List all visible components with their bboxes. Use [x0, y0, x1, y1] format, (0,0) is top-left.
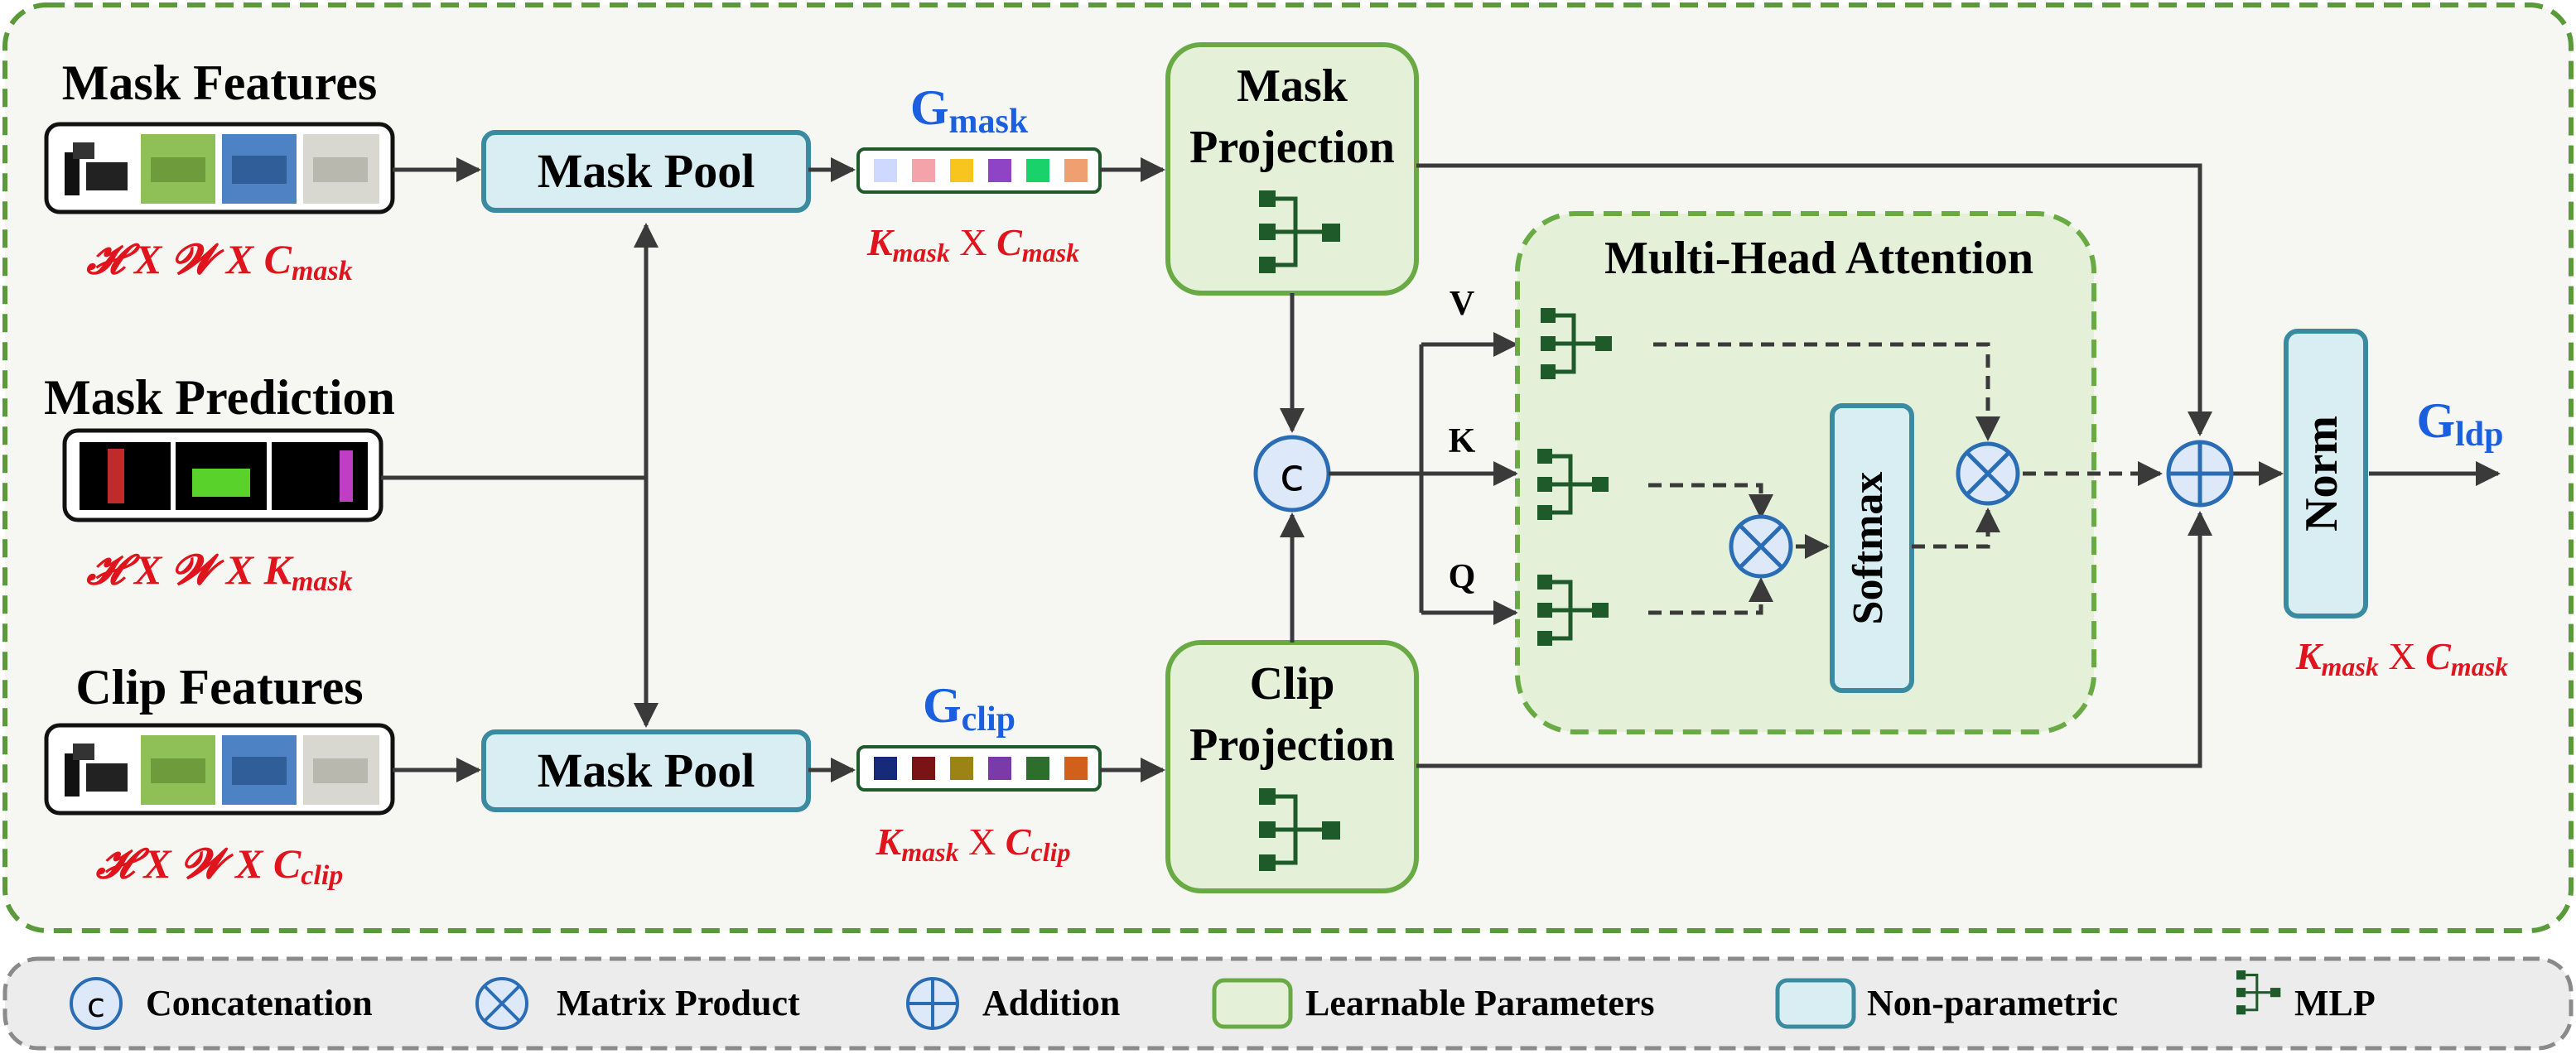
- g-clip-token-3: [950, 757, 973, 780]
- g-clip-token-5: [1026, 757, 1049, 780]
- mask-pool-top-label: Mask Pool: [538, 144, 755, 198]
- g-mask-token-3: [950, 159, 973, 182]
- clip-features-dimension: 𝓗 X 𝓦 X Cclip: [96, 840, 344, 891]
- g-clip-token-1: [874, 757, 897, 780]
- legend-addition-label: Addition: [982, 983, 1120, 1023]
- g-mask-tokens: [874, 159, 1088, 182]
- clip-projection-line1: Clip: [1250, 658, 1335, 710]
- residual-connectors: [1416, 163, 2501, 768]
- mask-projection-line2: Projection: [1189, 122, 1395, 173]
- legend-matrix-product: Matrix Product: [475, 977, 800, 1030]
- g-mask-token-2: [912, 159, 935, 182]
- concatenation-symbol: c: [1280, 449, 1305, 501]
- mask-prediction-image: [62, 428, 384, 522]
- clip-projection-line2: Projection: [1189, 720, 1395, 771]
- g-mask-dimension: Kmask X Cmask: [866, 221, 1079, 267]
- g-mask-label: Gmask: [910, 80, 1029, 141]
- mask-features-dimension: 𝓗 X 𝓦 X Cmask: [86, 236, 352, 286]
- g-clip-dimension: Kmask X Cclip: [876, 821, 1071, 867]
- mask-features-image: [44, 122, 395, 214]
- mask-prediction-dimension: 𝓗 X 𝓦 X Kmask: [86, 546, 352, 597]
- legend-learnable: Learnable Parameters: [1212, 978, 1655, 1029]
- g-mask-token-6: [1064, 159, 1088, 182]
- g-clip-token-4: [988, 757, 1011, 780]
- norm-box: [2284, 329, 2368, 618]
- legend-mlp: MLP: [2235, 969, 2376, 1023]
- norm-label: Norm: [2296, 416, 2347, 532]
- legend-addition: Addition: [906, 977, 1120, 1030]
- output-dimension: Kmask X Cmask: [2295, 635, 2508, 681]
- g-ldp-label: Gldp: [2416, 393, 2503, 454]
- matrix-product-node-2: [1956, 441, 2020, 506]
- softmax-label: Softmax: [1845, 472, 1892, 625]
- legend-concatenation-symbol: c: [87, 987, 105, 1025]
- matrix-product-node-1: [1729, 514, 1793, 579]
- legend-concatenation: c Concatenation: [70, 977, 373, 1030]
- mask-projection-line1: Mask: [1237, 60, 1348, 112]
- mask-prediction-title: Mask Prediction: [44, 370, 395, 425]
- legend-concatenation-icon: [70, 977, 123, 1030]
- legend-nonparam: Non-parametric: [1775, 978, 2118, 1029]
- k-label: K: [1449, 422, 1476, 460]
- legend-nonparam-swatch: [1775, 978, 1856, 1029]
- multi-head-attention-title: Multi-Head Attention: [1604, 233, 2033, 284]
- q-label: Q: [1449, 558, 1476, 596]
- concat-to-vkq-connectors: [1329, 332, 1518, 625]
- addition-node: [2166, 440, 2234, 508]
- g-clip-tokens: [874, 757, 1088, 780]
- mask-features-title: Mask Features: [62, 55, 378, 110]
- v-label: V: [1450, 285, 1474, 323]
- g-clip-label: Gclip: [923, 678, 1015, 739]
- mask-pool-bottom-label: Mask Pool: [538, 744, 755, 797]
- g-mask-token-5: [1026, 159, 1049, 182]
- clip-features-image: [44, 723, 395, 816]
- g-mask-token-1: [874, 159, 897, 182]
- legend-learnable-swatch: [1212, 978, 1293, 1029]
- legend-matrix-product-label: Matrix Product: [557, 983, 800, 1023]
- mha-internal-flows: [1648, 342, 2163, 615]
- clip-features-title: Clip Features: [75, 660, 363, 715]
- g-mask-token-4: [988, 159, 1011, 182]
- input-connectors: [381, 157, 658, 782]
- legend-nonparam-label: Non-parametric: [1867, 983, 2118, 1023]
- g-clip-token-6: [1064, 757, 1088, 780]
- g-clip-token-2: [912, 757, 935, 780]
- legend-learnable-label: Learnable Parameters: [1305, 983, 1655, 1023]
- legend-concatenation-label: Concatenation: [146, 983, 373, 1023]
- legend-mlp-label: MLP: [2294, 983, 2376, 1023]
